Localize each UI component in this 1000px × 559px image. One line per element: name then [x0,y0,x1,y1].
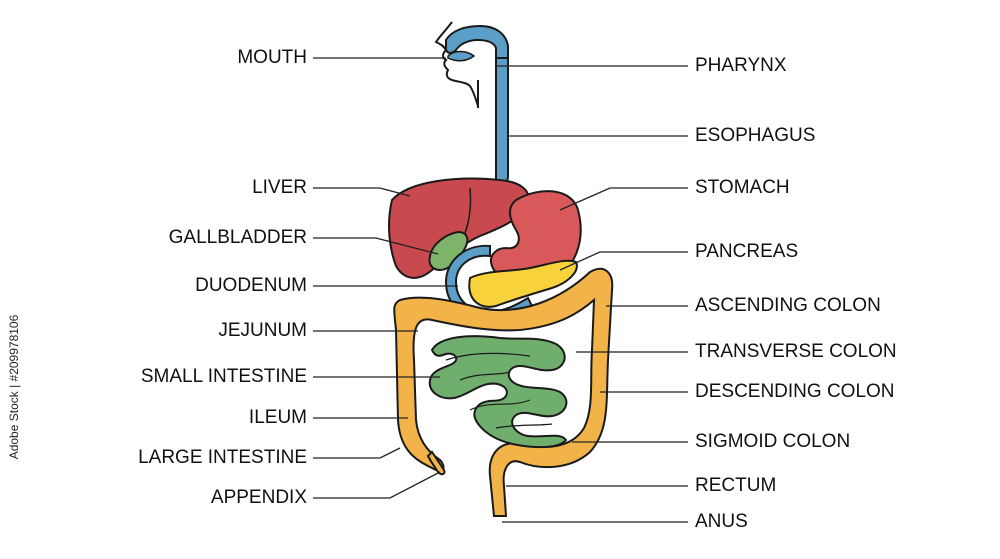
appendix-shape [426,450,446,476]
head-outline [434,21,479,107]
label-jejunum: JEJUNUM [218,320,307,341]
label-pancreas: PANCREAS [695,241,799,262]
liver-shape [388,177,530,279]
label-large-intestine: LARGE INTESTINE [138,447,307,468]
label-appendix: APPENDIX [210,487,307,508]
tongue-shape [447,50,476,62]
pharynx-shape [445,24,509,61]
large-intestine-shape [393,267,614,517]
label-mouth: MOUTH [237,47,307,68]
right-leader-lines [496,65,688,523]
label-pharynx: PHARYNX [695,55,787,76]
label-gallbladder: GALLBLADDER [168,227,307,248]
label-descending-colon: DESCENDING COLON [695,381,895,402]
pancreas-shape [468,259,578,308]
label-stomach: STOMACH [695,177,790,198]
small-intestine-fold-lines [445,352,553,429]
esophagus-shape [495,57,509,187]
label-ileum: ILEUM [248,407,307,428]
label-transverse-colon: TRANSVERSE COLON [695,341,897,362]
gallbladder-shape [428,230,469,272]
label-esophagus: ESOPHAGUS [695,125,816,146]
label-rectum: RECTUM [695,475,777,496]
left-leader-lines [313,57,458,499]
label-liver: LIVER [252,177,307,198]
label-duodenum: DUODENUM [195,275,307,296]
label-anus: ANUS [695,511,748,532]
label-small-intestine: SMALL INTESTINE [140,366,307,387]
stock-id-watermark: Adobe Stock | #209978106 [4,290,22,490]
small-intestine-shape [428,335,568,449]
stock-id-text: Adobe Stock | #209978106 [7,314,21,460]
label-sigmoid-colon: SIGMOID COLON [695,431,851,452]
label-ascending-colon: ASCENDING COLON [695,295,881,316]
